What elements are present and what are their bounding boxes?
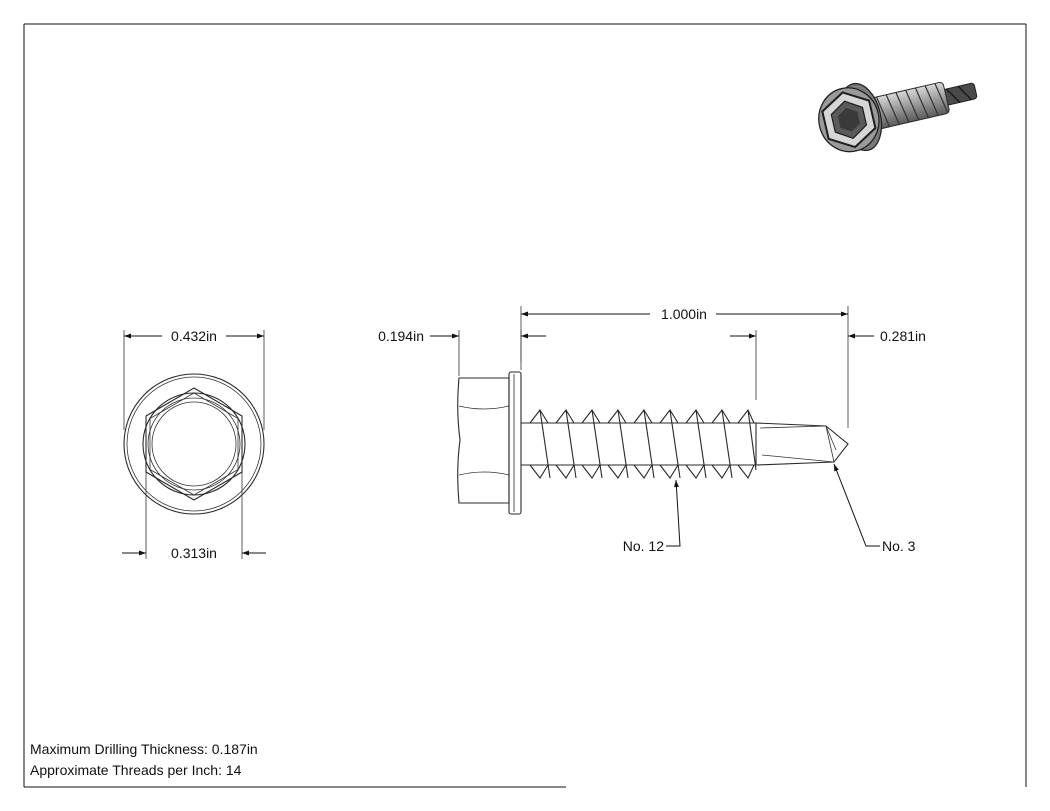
callout-drill-point-size: No. 3 (833, 463, 916, 554)
note-max-drilling-thickness: Maximum Drilling Thickness: 0.187in (30, 741, 258, 757)
dim-head-height-label: 0.194in (378, 328, 424, 344)
dim-length: 1.000in (520, 306, 849, 428)
dim-hex-across-flats-label: 0.313in (171, 545, 217, 561)
note-threads-per-inch: Approximate Threads per Inch: 14 (30, 762, 242, 778)
sheet-border (23, 23, 1027, 788)
thread-profile (529, 408, 757, 480)
isometric-screw-thumbnail (818, 81, 978, 153)
callout-thread-size: No. 12 (623, 479, 681, 554)
head-end-view (123, 373, 265, 515)
callout-thread-size-label: No. 12 (623, 538, 664, 554)
dim-drill-point-length-label: 0.281in (880, 328, 926, 344)
dim-hex-across-flats: 0.313in (122, 472, 266, 561)
drawing-notes: Maximum Drilling Thickness: 0.187in Appr… (30, 739, 258, 781)
screw-side-view (457, 371, 849, 515)
callout-drill-point-size-label: No. 3 (882, 538, 916, 554)
dim-flange-diameter: 0.432in (123, 328, 265, 430)
dim-length-label: 1.000in (661, 306, 707, 322)
dim-flange-diameter-label: 0.432in (171, 328, 217, 344)
dim-drill-point-length: 0.281in (730, 328, 926, 400)
